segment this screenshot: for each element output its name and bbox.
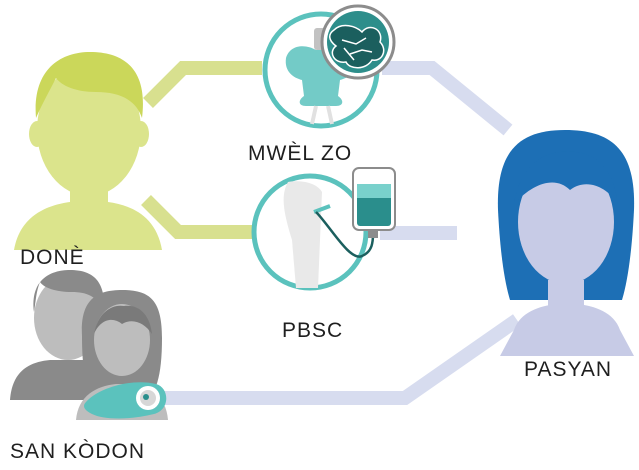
label-patient: PASYAN: [524, 358, 613, 381]
parents-with-baby-icon: [10, 270, 168, 420]
label-pbsc: PBSC: [282, 319, 344, 342]
label-bone-marrow: MWÈL ZO: [248, 142, 353, 165]
arm-iv-bag-icon: [251, 167, 396, 291]
patient-head-icon: [497, 130, 635, 356]
donor-to-marrow-connector: [143, 61, 262, 108]
cord-to-patient-connector: [162, 314, 522, 405]
donor-to-pbsc-connector: [141, 195, 262, 239]
bone-marrow-magnifier-icon: [320, 4, 396, 80]
label-donor: DONÈ: [20, 246, 85, 269]
marrow-to-patient-connector: [382, 61, 513, 136]
donor-head-icon: [14, 52, 162, 250]
label-cord-blood: SAN KÒDON: [10, 440, 146, 463]
